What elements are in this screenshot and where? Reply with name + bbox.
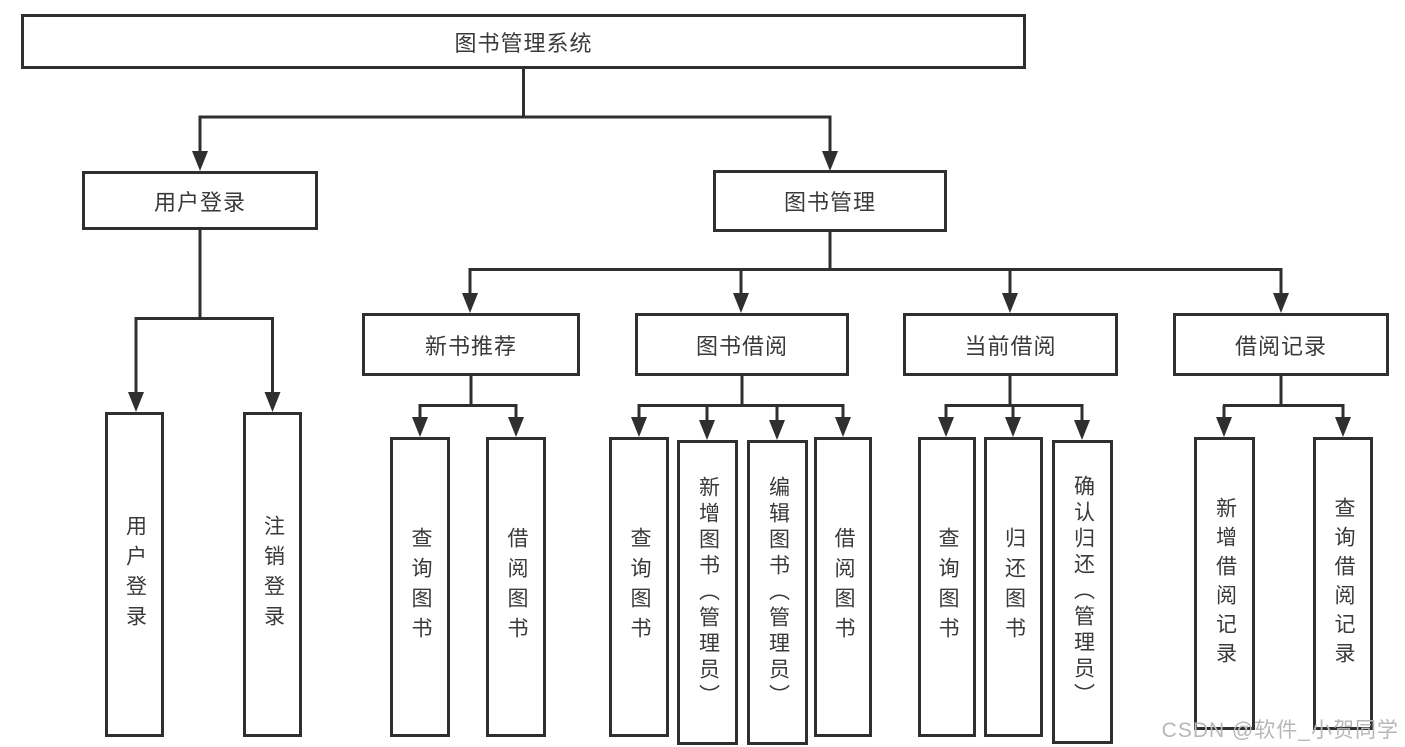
node-label: 图书管理 bbox=[783, 190, 876, 215]
arrow-bb-query bbox=[631, 417, 647, 437]
node-label: 新书推荐 bbox=[424, 333, 517, 359]
leaf-cb-confirm-return-admin: 确认归还（管理员） bbox=[1052, 440, 1113, 744]
arrow-bb-borrow bbox=[835, 417, 851, 437]
arrow-br-query bbox=[1335, 417, 1351, 437]
node-label: 查询借阅记录 bbox=[1332, 496, 1355, 671]
connector-borrow-records bbox=[1222, 375, 1345, 419]
arrow-to-current-borrow bbox=[1002, 293, 1018, 313]
node-label: 图书借阅 bbox=[695, 333, 788, 359]
leaf-bb-add-book-admin: 新增图书（管理员） bbox=[677, 440, 738, 745]
node-label: 查询图书 bbox=[936, 527, 959, 647]
arrow-cb-confirm bbox=[1074, 420, 1090, 440]
leaf-bb-edit-book-admin: 编辑图书（管理员） bbox=[747, 440, 808, 745]
node-label: 借阅图书 bbox=[832, 527, 855, 647]
leaf-br-add-record: 新增借阅记录 bbox=[1194, 437, 1255, 730]
arrow-bb-add bbox=[699, 420, 715, 440]
node-label: 查询图书 bbox=[628, 527, 651, 647]
node-label: 图书管理系统 bbox=[454, 30, 593, 56]
node-book-management: 图书管理 bbox=[713, 170, 947, 232]
leaf-nb-borrow-book: 借阅图书 bbox=[486, 437, 546, 737]
node-label: 编辑图书（管理员） bbox=[766, 475, 790, 710]
node-label: 归还图书 bbox=[1002, 527, 1026, 647]
node-label: 借阅记录 bbox=[1234, 333, 1327, 359]
node-new-book-recommend: 新书推荐 bbox=[362, 313, 580, 376]
node-borrow-records: 借阅记录 bbox=[1173, 313, 1389, 376]
arrow-to-leaf-user-login bbox=[128, 392, 144, 412]
node-label: 当前借阅 bbox=[964, 333, 1057, 359]
connector-user-login bbox=[134, 229, 274, 394]
arrow-nb-query bbox=[412, 417, 428, 437]
leaf-bb-query-book: 查询图书 bbox=[609, 437, 669, 737]
connector-new-book-recommend bbox=[418, 375, 518, 419]
node-label: 新增借阅记录 bbox=[1213, 496, 1237, 671]
node-label: 新增图书（管理员） bbox=[696, 475, 720, 710]
arrow-cb-query bbox=[938, 417, 954, 437]
arrow-to-borrow-records bbox=[1273, 293, 1289, 313]
node-library-management-system: 图书管理系统 bbox=[21, 14, 1026, 69]
watermark: CSDN @软件_小贺同学 bbox=[1161, 719, 1399, 742]
leaf-br-query-record: 查询借阅记录 bbox=[1313, 437, 1373, 730]
node-user-login: 用户登录 bbox=[82, 171, 318, 230]
leaf-cb-query-book: 查询图书 bbox=[918, 437, 976, 737]
connector-current-borrow bbox=[944, 375, 1084, 421]
leaf-bb-borrow-book: 借阅图书 bbox=[814, 437, 872, 737]
node-label: 借阅图书 bbox=[505, 527, 528, 647]
arrow-bb-edit bbox=[769, 420, 785, 440]
arrow-br-add bbox=[1216, 417, 1232, 437]
node-label: 用户登录 bbox=[123, 514, 147, 635]
connector-root bbox=[198, 69, 832, 153]
node-label: 确认归还（管理员） bbox=[1071, 475, 1095, 709]
node-label: 用户登录 bbox=[153, 189, 246, 215]
arrow-to-new-book-recommend bbox=[462, 293, 478, 313]
leaf-cb-return-book: 归还图书 bbox=[984, 437, 1043, 737]
connector-book-borrow bbox=[637, 375, 845, 421]
arrow-to-book-management bbox=[822, 151, 838, 171]
node-label: 查询图书 bbox=[409, 527, 432, 647]
node-current-borrow: 当前借阅 bbox=[903, 313, 1118, 376]
arrow-cb-return bbox=[1005, 417, 1021, 437]
arrow-to-user-login bbox=[192, 151, 208, 171]
node-book-borrow: 图书借阅 bbox=[635, 313, 849, 376]
leaf-user-login: 用户登录 bbox=[105, 412, 164, 737]
node-label: 注销登录 bbox=[261, 514, 285, 635]
arrow-nb-borrow bbox=[508, 417, 524, 437]
leaf-logout: 注销登录 bbox=[243, 412, 302, 737]
arrow-to-book-borrow bbox=[733, 293, 749, 313]
arrow-to-leaf-logout bbox=[264, 392, 281, 412]
connector-book-management bbox=[468, 231, 1283, 295]
leaf-nb-query-book: 查询图书 bbox=[390, 437, 450, 737]
